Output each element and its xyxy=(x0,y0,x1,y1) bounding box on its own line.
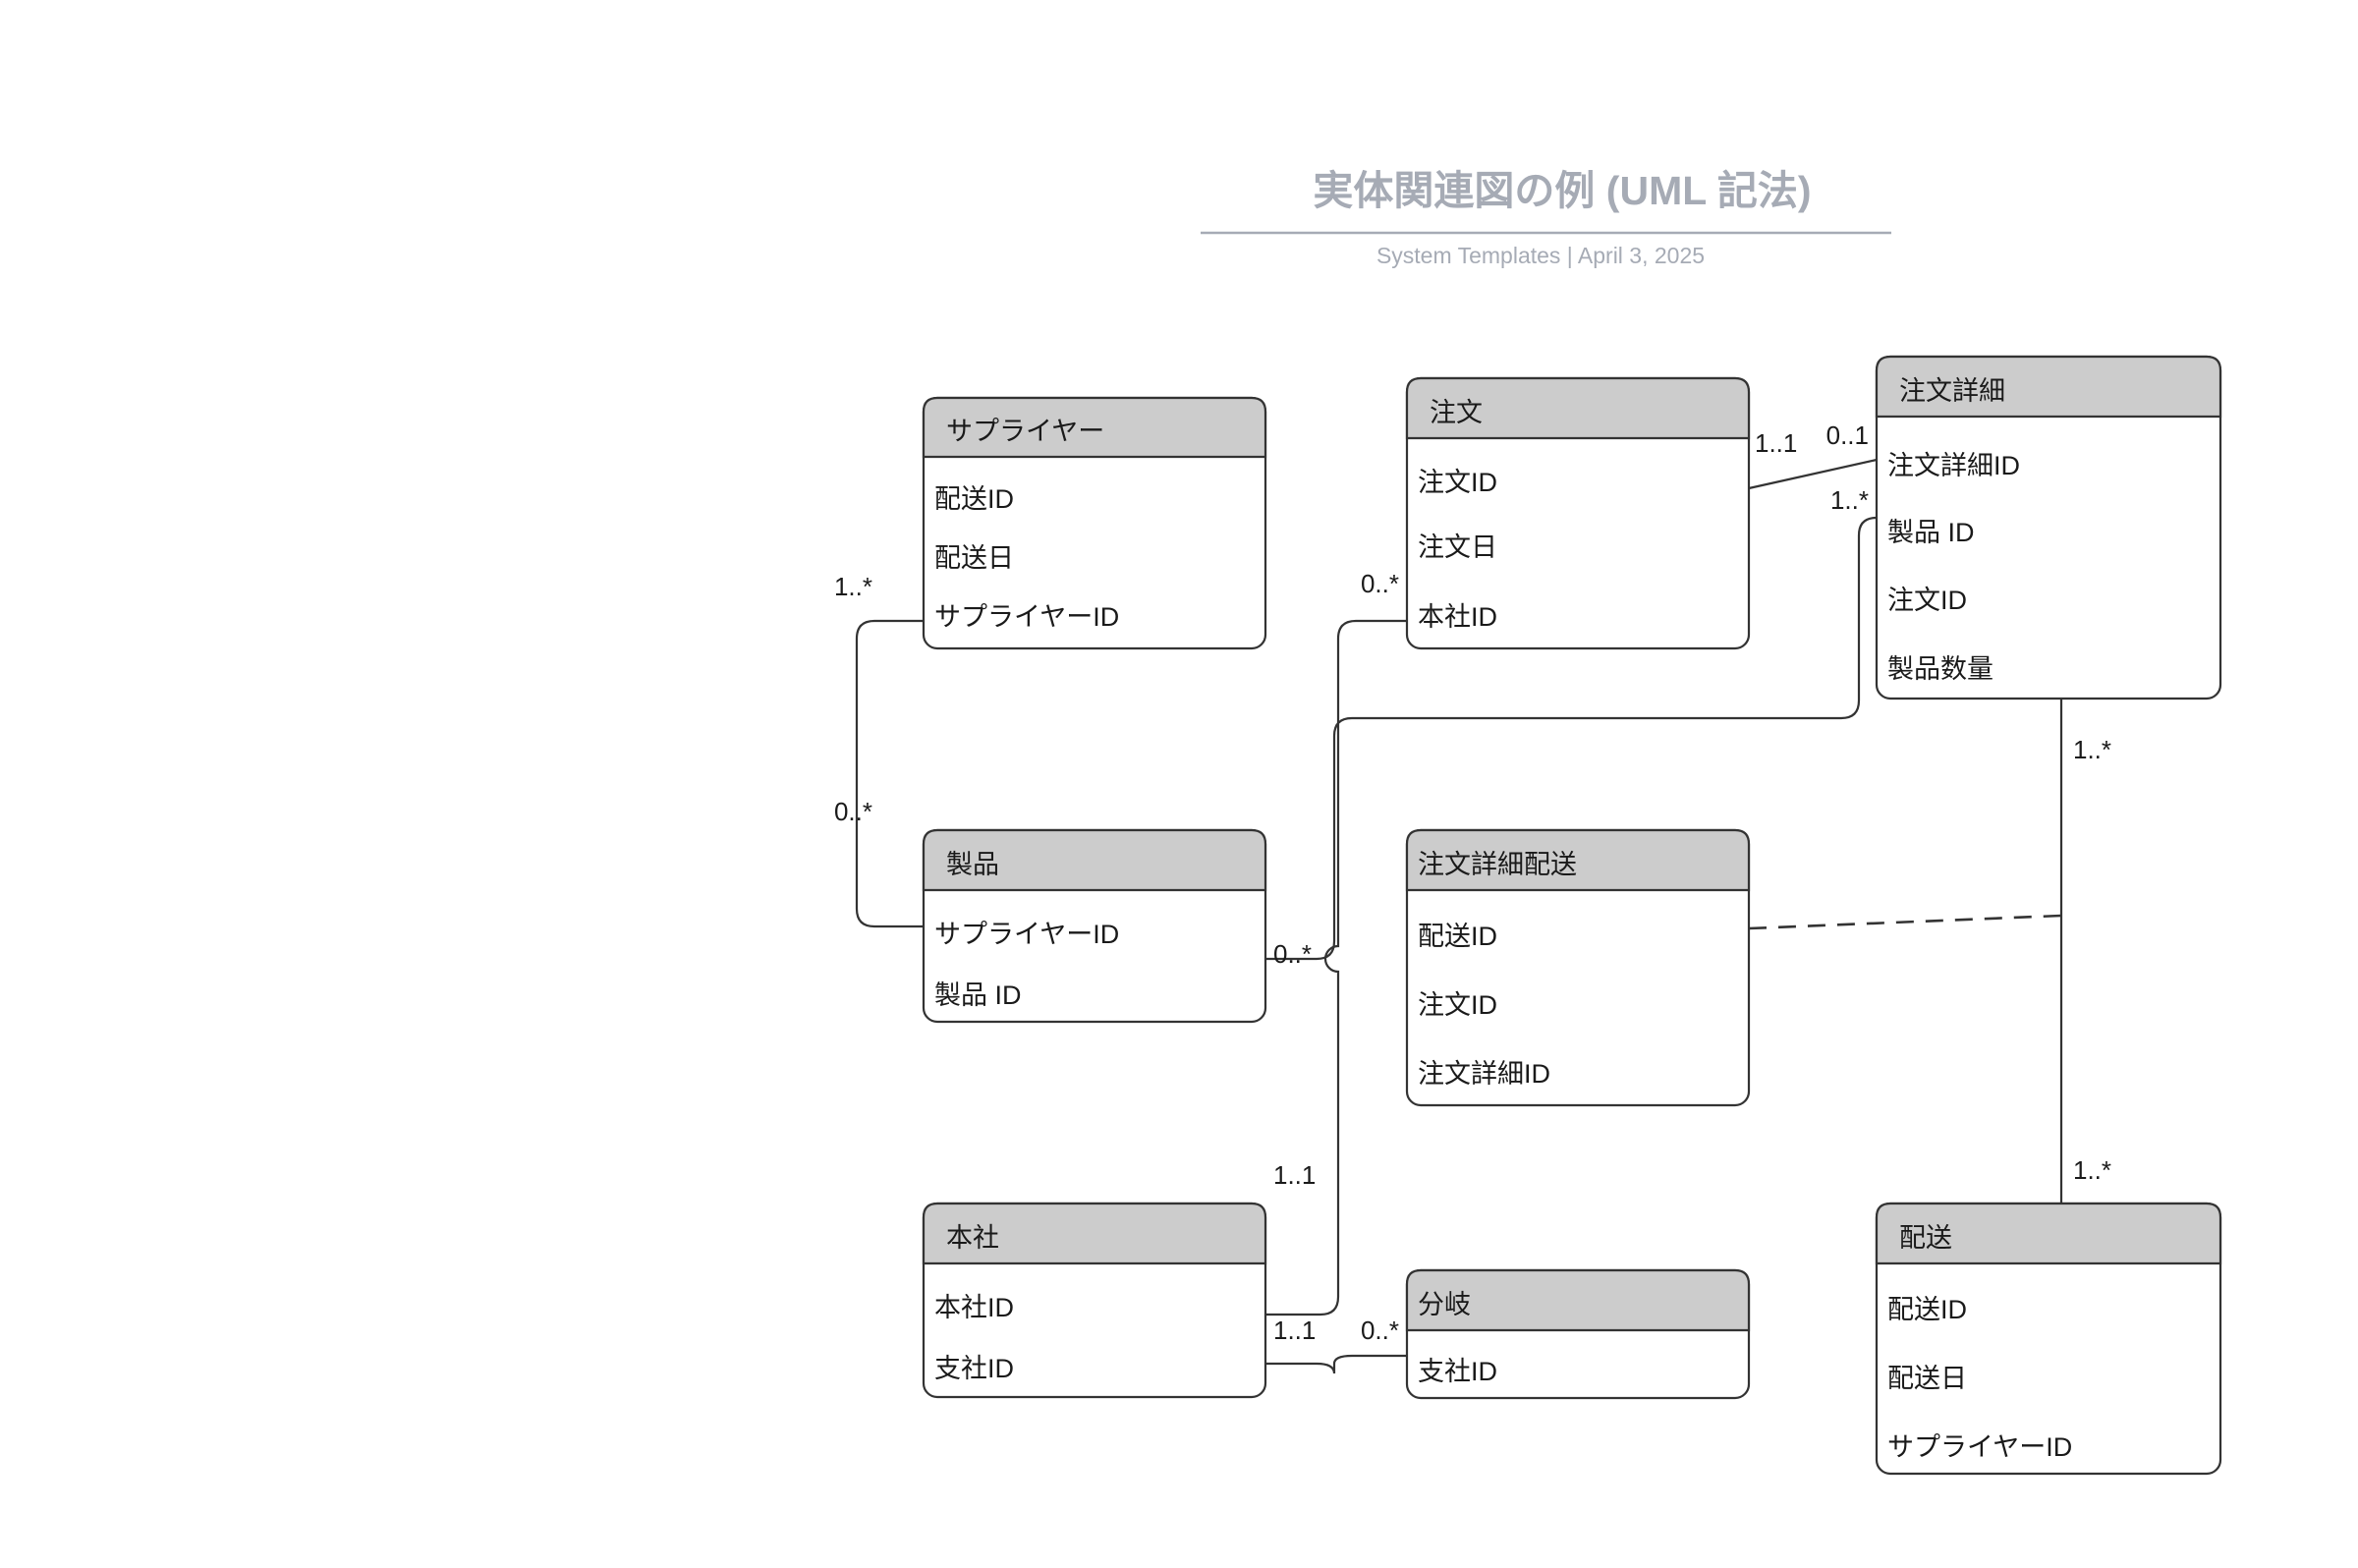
mult-order-headoffice-order-end: 0..* xyxy=(1361,569,1399,598)
page-subtitle: System Templates | April 3, 2025 xyxy=(1376,243,1705,268)
page-title: 実体関連図の例 (UML 記法) xyxy=(1313,168,1811,213)
entity-product-title: 製品 xyxy=(946,850,999,879)
mult-product-orderdetail-detail-end: 1..* xyxy=(1830,485,1869,515)
entity-order[interactable]: 注文 注文ID 注文日 本社ID xyxy=(1405,376,1751,650)
entity-delivery-attr-0: 配送ID xyxy=(1887,1295,1967,1324)
entity-supplier-attr-2: サプライヤーID xyxy=(934,602,1119,632)
entity-order-detail-header xyxy=(1875,355,2222,419)
connector-headoffice-branch xyxy=(1265,1354,1407,1374)
entity-order-attr-1: 注文日 xyxy=(1418,532,1497,562)
entity-product-attr-0: サプライヤーID xyxy=(934,920,1119,949)
entity-order-detail-attr-1: 製品 ID xyxy=(1887,518,1975,547)
multiplicity-layer: 1..* 0..* 0..* 1..1 0..1 1..* 0..* 1..* … xyxy=(834,420,2111,1345)
entity-delivery-attr-1: 配送日 xyxy=(1887,1364,1967,1393)
entity-delivery-attr-2: サプライヤーID xyxy=(1887,1432,2072,1462)
connector-product-orderdetail xyxy=(1265,516,1878,961)
entity-order-attr-0: 注文ID xyxy=(1418,468,1497,497)
entity-order-detail-delivery[interactable]: 注文詳細配送 配送ID 注文ID 注文詳細ID xyxy=(1405,828,1751,1107)
entity-supplier[interactable]: サプライヤー 配送ID 配送日 サプライヤーID xyxy=(922,396,1267,650)
entity-supplier-title: サプライヤー xyxy=(946,417,1104,446)
entity-supplier-attr-1: 配送日 xyxy=(934,543,1014,573)
entity-odd-attr-2: 注文詳細ID xyxy=(1418,1059,1550,1089)
entity-product-header xyxy=(922,828,1267,892)
entity-order-title: 注文 xyxy=(1430,398,1483,427)
connector-order-headoffice xyxy=(1265,619,1407,1316)
diagram-header: 実体関連図の例 (UML 記法) System Templates | Apri… xyxy=(1201,168,1891,268)
mult-supplier-product-supplier-end: 1..* xyxy=(834,572,872,601)
entity-order-detail-delivery-header xyxy=(1405,828,1751,892)
entity-head-office-attr-0: 本社ID xyxy=(934,1293,1014,1322)
entity-order-detail-attr-3: 製品数量 xyxy=(1887,654,1993,684)
connector-orderdetail-delivery-association xyxy=(1748,914,2062,930)
entity-head-office[interactable]: 本社 本社ID 支社ID xyxy=(922,1202,1267,1399)
entity-order-detail-title: 注文詳細 xyxy=(1899,376,2005,406)
entity-head-office-title: 本社 xyxy=(946,1223,999,1253)
entity-head-office-header xyxy=(922,1202,1267,1265)
mult-headoffice-branch-branch-end: 0..* xyxy=(1361,1316,1399,1345)
entity-head-office-attr-1: 支社ID xyxy=(934,1354,1014,1383)
entity-supplier-attr-0: 配送ID xyxy=(934,484,1014,514)
mult-product-orderdetail-product-end: 0..* xyxy=(1273,939,1312,969)
connector-supplier-product xyxy=(855,619,924,928)
entity-branch[interactable]: 分岐 支社ID xyxy=(1405,1268,1751,1400)
mult-orderdetail-delivery-bottom: 1..* xyxy=(2073,1155,2111,1185)
mult-orderdetail-delivery-top: 1..* xyxy=(2073,735,2111,764)
entity-order-detail-attr-2: 注文ID xyxy=(1887,586,1967,615)
entity-product-attr-1: 製品 ID xyxy=(934,980,1022,1010)
entity-order-attr-2: 本社ID xyxy=(1418,602,1497,632)
entity-branch-title: 分岐 xyxy=(1418,1290,1471,1319)
mult-headoffice-order: 1..1 xyxy=(1273,1160,1316,1190)
entity-product[interactable]: 製品 サプライヤーID 製品 ID xyxy=(922,828,1267,1024)
entity-order-header xyxy=(1405,376,1751,440)
entity-delivery-header xyxy=(1875,1202,2222,1265)
entity-delivery-title: 配送 xyxy=(1899,1223,1952,1253)
mult-supplier-product-product-end: 0..* xyxy=(834,797,872,826)
mult-order-orderdetail-order-end: 1..1 xyxy=(1755,428,1797,458)
connector-order-orderdetail xyxy=(1748,458,1878,490)
entity-branch-header xyxy=(1405,1268,1751,1332)
entity-order-detail-attr-0: 注文詳細ID xyxy=(1887,451,2020,480)
entity-supplier-header xyxy=(922,396,1267,459)
mult-headoffice-branch-office-end: 1..1 xyxy=(1273,1316,1316,1345)
entity-odd-attr-1: 注文ID xyxy=(1418,990,1497,1020)
entity-order-detail[interactable]: 注文詳細 注文詳細ID 製品 ID 注文ID 製品数量 xyxy=(1875,355,2222,700)
entity-delivery[interactable]: 配送 配送ID 配送日 サプライヤーID xyxy=(1875,1202,2222,1476)
entity-odd-attr-0: 配送ID xyxy=(1418,922,1497,951)
entity-order-detail-delivery-title: 注文詳細配送 xyxy=(1418,850,1577,879)
entity-branch-attr-0: 支社ID xyxy=(1418,1357,1497,1386)
mult-order-orderdetail-detail-end: 0..1 xyxy=(1826,420,1869,450)
connector-layer xyxy=(855,458,2063,1374)
